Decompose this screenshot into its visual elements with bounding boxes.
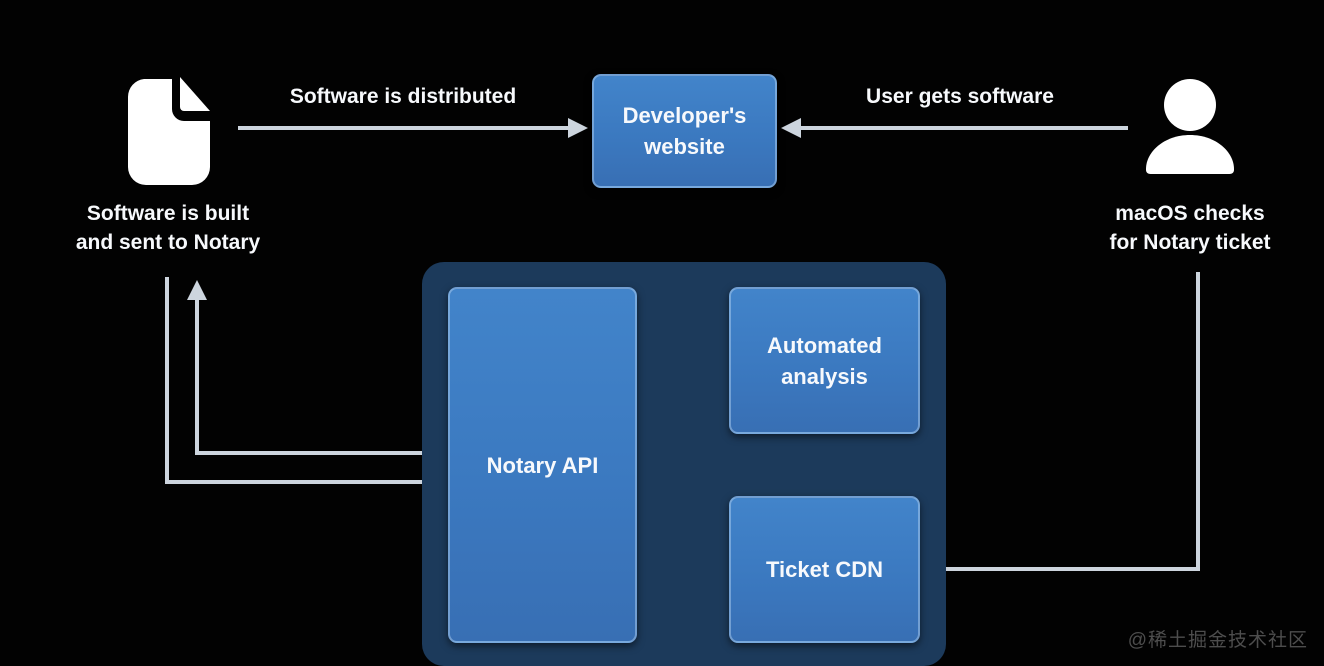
automated-analysis-label: Automated analysis: [767, 332, 882, 389]
notary-api-label: Notary API: [486, 452, 599, 478]
left-icon-caption: Software is built and sent to Notary: [75, 202, 261, 254]
watermark: @稀土掘金技术社区: [1127, 630, 1308, 651]
arrow-macos-checks-cdn: [924, 272, 1200, 579]
flow-label-user-gets-software: User gets software: [866, 85, 1054, 108]
user-icon: [1146, 79, 1234, 174]
developers-website-box: Developer's website: [592, 74, 777, 188]
ticket-cdn-box: Ticket CDN: [729, 496, 920, 643]
arrow-notary-returns-ticket: [187, 280, 448, 455]
flow-label-software-distributed: Software is distributed: [289, 85, 517, 108]
notary-api-box: Notary API: [448, 287, 637, 643]
arrow-software-to-notary: [165, 277, 445, 492]
ticket-cdn-label: Ticket CDN: [766, 557, 883, 582]
developers-website-label: Developer's website: [622, 103, 747, 159]
right-icon-caption: macOS checks for Notary ticket: [1109, 202, 1271, 254]
automated-analysis-box: Automated analysis: [729, 287, 920, 434]
document-icon: [127, 77, 210, 185]
